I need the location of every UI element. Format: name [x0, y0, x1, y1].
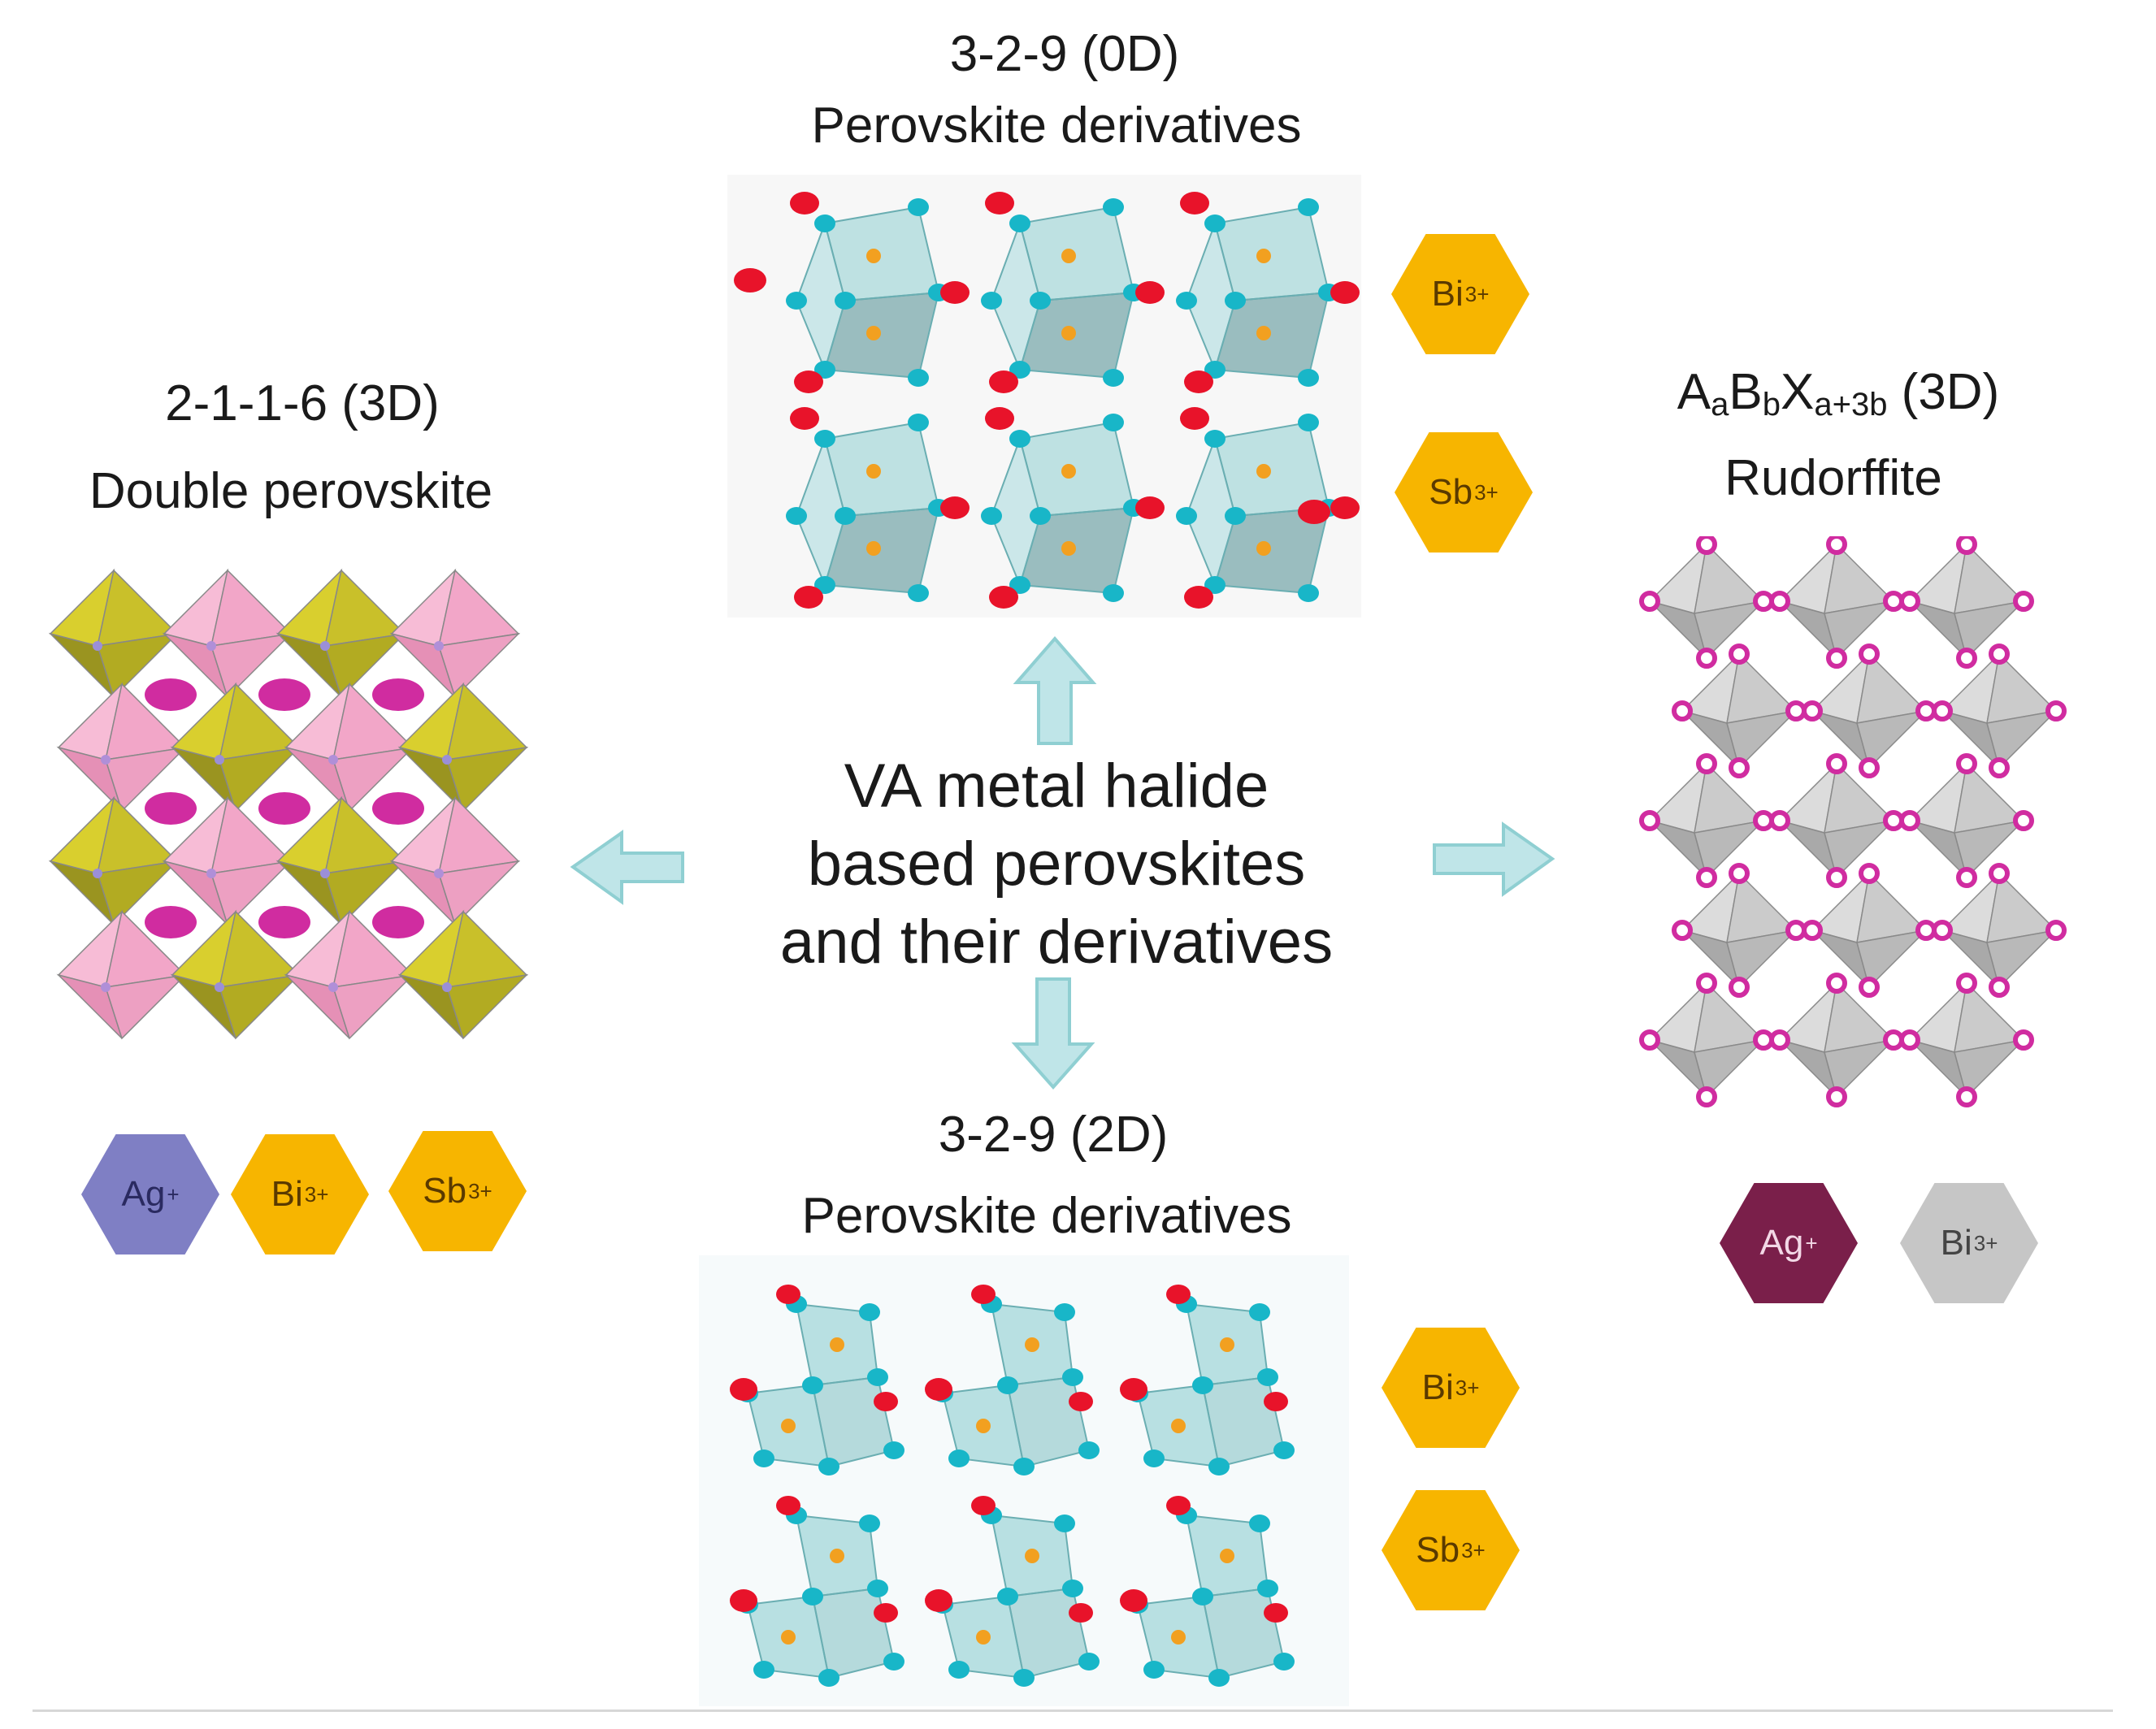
octahedron [284, 909, 415, 1040]
arrow-left-icon [570, 830, 684, 905]
octahedron [56, 682, 188, 812]
octahedron [162, 568, 293, 699]
octahedron [389, 568, 521, 699]
octahedron [1802, 644, 1937, 778]
arrow-right-icon [1433, 821, 1555, 897]
right-title: AaBbXa+3b (3D) [1677, 364, 2000, 422]
center-line-2: based perovskites [807, 830, 1306, 899]
octahedron-pair [925, 1285, 1100, 1476]
octahedron [397, 682, 529, 812]
octahedron-pair [925, 1496, 1100, 1687]
octahedron [49, 568, 180, 699]
structure-2d-image [699, 1255, 1349, 1706]
center-caption: VA metal halide based perovskites and th… [780, 748, 1333, 982]
arrow-up-icon [1013, 635, 1097, 745]
center-line-1: VA metal halide [844, 752, 1269, 821]
bottom-divider [33, 1710, 2113, 1712]
octahedron [397, 909, 529, 1040]
left-title: 2-1-1-6 (3D) [165, 375, 440, 431]
octahedron [1639, 753, 1774, 888]
octahedron [56, 909, 188, 1040]
octahedron [1639, 973, 1774, 1107]
octahedron [1672, 644, 1807, 778]
a-site-cation [145, 906, 197, 938]
bioctahedron [1176, 192, 1360, 393]
bioctahedron [981, 192, 1165, 393]
top-title: 3-2-9 (0D) [949, 26, 1180, 82]
octahedron-pair [730, 1285, 904, 1476]
octahedron [1802, 863, 1937, 998]
octahedron [1899, 536, 2034, 669]
octahedron [1899, 753, 2034, 888]
octahedron [170, 682, 301, 812]
a-site-cation [372, 906, 424, 938]
bottom-title: 3-2-9 (2D) [938, 1107, 1169, 1163]
center-line-3: and their derivatives [779, 908, 1334, 977]
bioctahedron [786, 192, 970, 393]
structure-0d-image [727, 175, 1361, 618]
a-site-cation [258, 792, 310, 825]
octahedron [284, 682, 415, 812]
octahedron [162, 795, 293, 926]
octahedron [275, 568, 407, 699]
octahedron [1932, 644, 2067, 778]
a-site-cation [258, 906, 310, 938]
octahedron [1639, 536, 1774, 669]
octahedron [170, 909, 301, 1040]
top-subtitle: Perovskite derivatives [811, 98, 1302, 154]
octahedron [389, 795, 521, 926]
octahedron-pair [1120, 1285, 1295, 1476]
cation [734, 268, 766, 292]
octahedron [1672, 863, 1807, 998]
a-site-cation [372, 678, 424, 711]
bioctahedron [1176, 407, 1360, 609]
a-site-cation [372, 792, 424, 825]
octahedron [1899, 973, 2034, 1107]
a-site-cation [145, 792, 197, 825]
octahedron [1769, 753, 1904, 888]
a-site-cation [145, 678, 197, 711]
bottom-subtitle: Perovskite derivatives [801, 1188, 1292, 1244]
octahedron-pair [730, 1496, 904, 1687]
octahedron [1769, 973, 1904, 1107]
a-site-cation [258, 678, 310, 711]
bioctahedron [981, 407, 1165, 609]
rudorffite-image [1639, 536, 2067, 1107]
double-perovskite-image [49, 568, 529, 1040]
left-subtitle: Double perovskite [89, 463, 493, 519]
right-subtitle: Rudorffite [1724, 450, 1942, 506]
octahedron-pair [1120, 1496, 1295, 1687]
cation [1298, 500, 1330, 524]
octahedron [1932, 863, 2067, 998]
arrow-down-icon [1011, 977, 1095, 1090]
octahedron [1769, 536, 1904, 669]
bioctahedron [786, 407, 970, 609]
octahedron [49, 795, 180, 926]
octahedron [275, 795, 407, 926]
